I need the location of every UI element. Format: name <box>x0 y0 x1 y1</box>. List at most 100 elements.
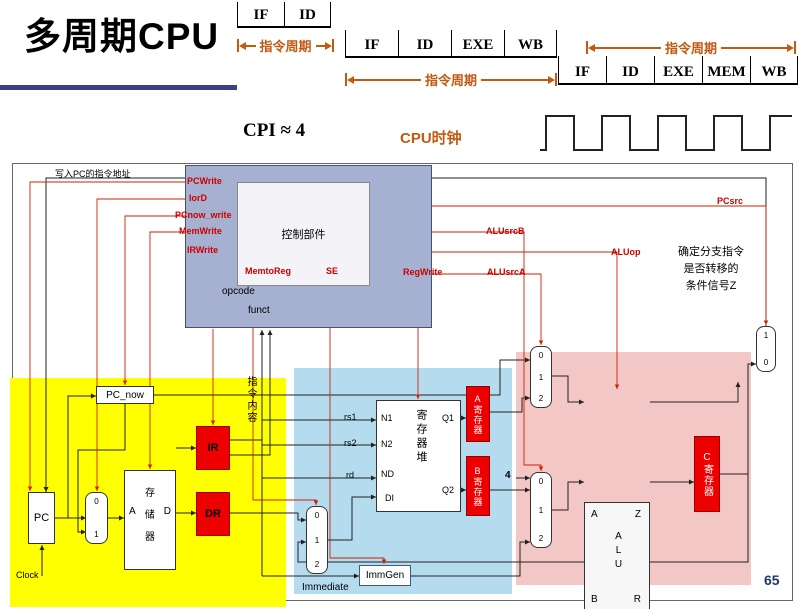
mux-input-label: 1 <box>94 530 99 539</box>
pc-label: PC <box>33 512 50 524</box>
memory-label-top: 存 <box>145 488 155 499</box>
cpi-text: CPI ≈ 4 <box>243 120 306 141</box>
cycle-line <box>481 78 549 81</box>
memory-port-d: D <box>163 506 171 517</box>
immgen-label: ImmGen <box>365 570 405 581</box>
arrow-left-icon <box>239 41 246 50</box>
arrow-right-icon <box>787 43 795 52</box>
b-register: B寄存器 <box>466 456 490 516</box>
regfile-name: 寄存器堆 <box>415 409 427 465</box>
c-register: C寄存器 <box>694 436 720 512</box>
cycle-line <box>246 44 256 47</box>
rs2-label: rs2 <box>344 438 357 448</box>
timing-row-1: IF ID <box>237 2 331 28</box>
dr-label: DR <box>205 508 221 520</box>
cycle-endbar <box>586 41 588 54</box>
page-number: 65 <box>764 572 780 588</box>
signal-regwrite: RegWrite <box>403 267 443 277</box>
alusrca-mux: 0 1 2 <box>530 346 552 408</box>
immgen-unit: ImmGen <box>359 565 411 586</box>
rd-label: rd <box>346 470 355 480</box>
cycle-label-2: 指令周期 <box>345 70 558 89</box>
pc-register: PC <box>28 492 55 544</box>
signal-pcwrite: PCWrite <box>187 176 222 186</box>
pc-now-label: PC_now <box>106 389 144 401</box>
cycle-text: 指令周期 <box>665 41 718 56</box>
stage-cell: WB <box>504 30 557 56</box>
regfile-port-q1: Q1 <box>441 413 454 423</box>
immediate-label: Immediate <box>302 582 349 593</box>
memory-label-mid: 储 <box>144 510 155 521</box>
alu-port-r: R <box>633 594 641 605</box>
stage-cell: ID <box>284 2 331 26</box>
alu-name: ALU <box>613 531 624 573</box>
control-unit-label: 控制部件 <box>281 229 326 241</box>
mux-input-label: 1 <box>538 505 544 515</box>
mux-input-label: 0 <box>94 497 99 506</box>
cycle-line <box>721 46 788 49</box>
memory-unit: 存 A 储 D 器 <box>124 470 176 570</box>
cycle-endbar <box>345 73 347 86</box>
regfile-port-di: DI <box>385 493 394 503</box>
regfile-port-n2: N2 <box>381 439 393 449</box>
signal-alusrcb: ALUsrcB <box>486 226 525 236</box>
mux-input-label: 0 <box>314 511 320 520</box>
cycle-endbar <box>555 73 558 86</box>
stage-cell: MEM <box>702 56 750 83</box>
mux-input-label: 1 <box>763 331 769 340</box>
signal-memwrite: MemWrite <box>179 226 222 236</box>
mux-input-label: 0 <box>763 358 769 367</box>
stage-cell: ID <box>398 30 451 56</box>
arrow-left-icon <box>347 75 354 84</box>
stage-cell: IF <box>237 2 284 26</box>
constant-four-label: 4 <box>505 470 511 481</box>
alu-port-a: A <box>591 509 598 520</box>
page-title: 多周期CPU <box>24 16 220 57</box>
cycle-line <box>595 46 661 49</box>
pc-write-note: 写入PC的指令地址 <box>55 169 131 179</box>
control-unit: 控制部件 <box>237 182 370 286</box>
ir-label: IR <box>207 442 219 454</box>
signal-alusrca: ALUsrcA <box>487 267 526 277</box>
signal-pcsrc: PCsrc <box>717 196 744 206</box>
mux-input-label: 2 <box>538 534 544 543</box>
memory-port-a: A <box>129 506 136 517</box>
branch-note-line: 确定分支指令 <box>678 246 744 258</box>
signal-irwrite: IRWrite <box>187 245 219 255</box>
arrow-right-icon <box>325 41 333 50</box>
signal-pcnow-write: PCnow_write <box>175 210 232 220</box>
regfile-port-q2: Q2 <box>441 485 454 495</box>
memtoreg-mux: 0 1 2 <box>306 506 328 574</box>
timing-row-2: IF ID EXE WB <box>345 30 557 58</box>
rs1-label: rs1 <box>344 412 357 422</box>
instr-content-label: 指令内容 <box>245 376 256 424</box>
stage-cell: WB <box>750 56 798 83</box>
cycle-endbar <box>794 41 797 54</box>
ir-register: IR <box>196 426 230 470</box>
pc-now-register: PC_now <box>96 386 154 404</box>
arrow-left-icon <box>588 43 595 52</box>
iord-mux: 0 1 <box>85 492 108 544</box>
cycle-endbar <box>237 39 239 52</box>
stage-cell: EXE <box>654 56 702 83</box>
alu-port-b: B <box>591 594 598 605</box>
funct-label: funct <box>248 305 270 316</box>
clock-label: Clock <box>16 570 39 580</box>
cpu-clock-label: CPU时钟 <box>400 130 462 147</box>
cycle-line <box>315 44 326 47</box>
title-divider <box>0 85 237 90</box>
memory-label-bottom: 器 <box>145 532 155 543</box>
stage-cell: IF <box>558 56 606 83</box>
alu-unit: A Z B R ALU <box>584 502 650 609</box>
branch-note-line: 条件信号Z <box>685 280 737 292</box>
mux-input-label: 1 <box>538 372 544 382</box>
cycle-text: 指令周期 <box>425 73 478 88</box>
cycle-line <box>354 78 421 81</box>
signal-iord: IorD <box>189 193 207 203</box>
register-file: N1 N2 ND DI Q1 Q2 寄存器堆 <box>376 400 461 512</box>
mux-input-label: 0 <box>538 477 544 486</box>
signal-se: SE <box>326 266 339 276</box>
dr-register: DR <box>196 492 230 536</box>
a-register: A寄存器 <box>466 386 490 442</box>
